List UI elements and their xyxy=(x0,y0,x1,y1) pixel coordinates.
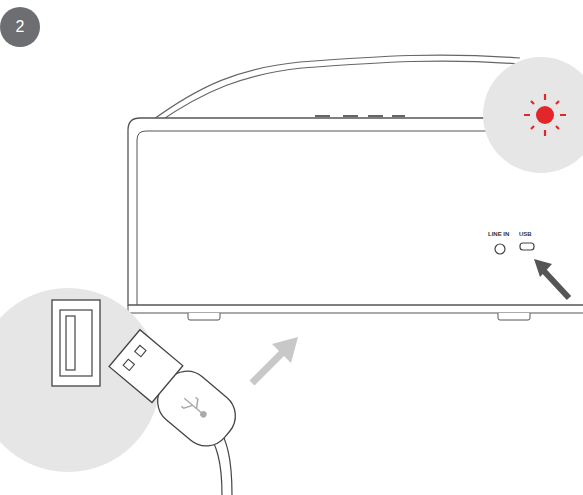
pointer-arrow xyxy=(543,270,569,298)
zoom-circle xyxy=(483,57,583,173)
insert-arrow xyxy=(272,337,298,363)
pointer-arrow xyxy=(534,259,552,277)
insert-arrow xyxy=(252,351,284,383)
usb-plug xyxy=(107,327,246,456)
foot xyxy=(188,313,220,320)
foot xyxy=(498,313,530,320)
port-label: USB xyxy=(519,231,532,237)
step-badge: 2 xyxy=(0,7,40,47)
line-in-jack xyxy=(495,244,505,254)
usb-a-socket xyxy=(52,300,100,386)
port-label: LINE IN xyxy=(488,231,509,237)
usb-port xyxy=(520,243,534,250)
step-number: 2 xyxy=(16,18,25,36)
led xyxy=(524,94,566,136)
top-buttons xyxy=(315,115,405,117)
handle xyxy=(156,61,520,124)
